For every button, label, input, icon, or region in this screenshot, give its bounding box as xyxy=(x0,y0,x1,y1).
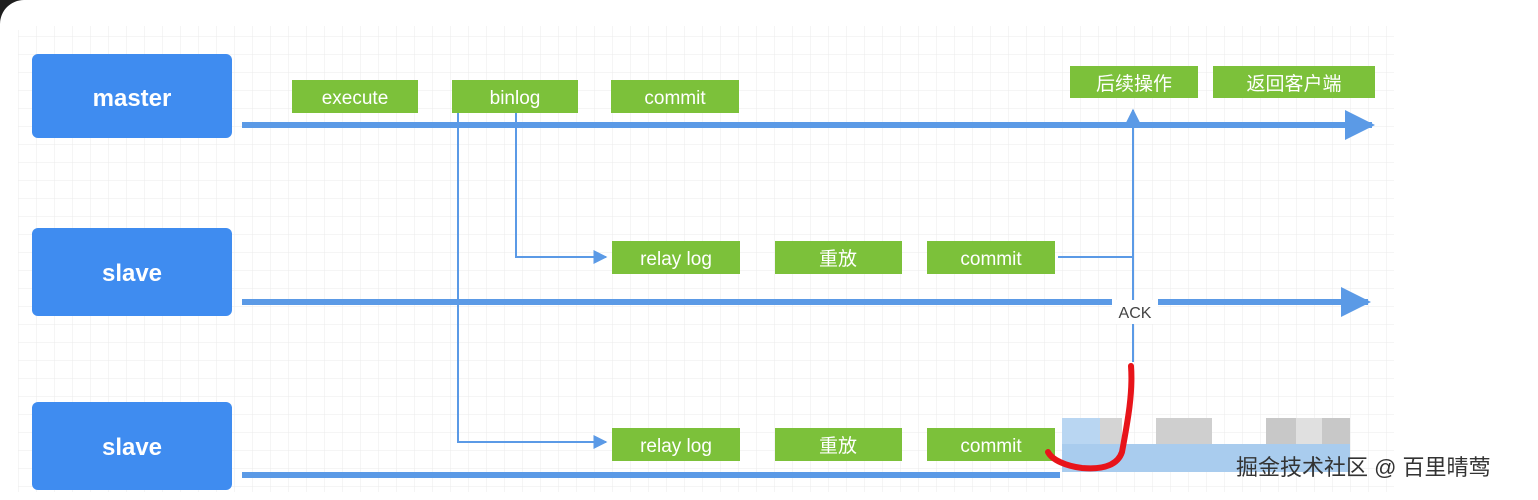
slave2-step-replay: 重放 xyxy=(775,428,902,461)
slave-node-2: slave xyxy=(32,402,232,490)
master-commit-label: commit xyxy=(644,88,706,109)
master-step-commit: commit xyxy=(611,80,739,113)
pixelated-region xyxy=(1062,418,1350,472)
slave2-relay-log-label: relay log xyxy=(640,436,712,457)
master-step-return-client: 返回客户端 xyxy=(1213,66,1375,98)
slave-node-1-label: slave xyxy=(102,260,162,287)
master-step-followup: 后续操作 xyxy=(1070,66,1198,98)
slave-node-2-label: slave xyxy=(102,434,162,461)
master-step-binlog: binlog xyxy=(452,80,578,113)
slave1-step-replay: 重放 xyxy=(775,241,902,274)
slave1-step-commit: commit xyxy=(927,241,1055,274)
slave1-replay-label: 重放 xyxy=(819,248,857,270)
binlog-label: binlog xyxy=(490,88,541,109)
slave2-commit-label: commit xyxy=(960,436,1022,457)
slave1-commit-label: commit xyxy=(960,249,1022,270)
slave2-replay-label: 重放 xyxy=(819,435,857,457)
slave-node-1: slave xyxy=(32,228,232,316)
master-step-execute: execute xyxy=(292,80,418,113)
slave2-step-commit: commit xyxy=(927,428,1055,461)
return-client-label: 返回客户端 xyxy=(1246,73,1341,95)
binlog-to-slave1-relay-arrow xyxy=(515,113,608,264)
master-node-label: master xyxy=(93,85,172,112)
slave2-step-relay-log: relay log xyxy=(612,428,740,461)
ack-label: ACK xyxy=(1119,305,1152,322)
followup-label: 后续操作 xyxy=(1096,73,1172,95)
slave1-step-relay-log: relay log xyxy=(612,241,740,274)
execute-label: execute xyxy=(322,88,389,109)
watermark-text: 掘金技术社区 @ 百里晴莺 xyxy=(1236,455,1491,480)
red-annotation-stroke xyxy=(1045,363,1135,472)
slave1-relay-log-label: relay log xyxy=(640,249,712,270)
ack-label-bg xyxy=(1112,300,1158,324)
master-node: master xyxy=(32,54,232,138)
window-corner xyxy=(0,0,30,30)
binlog-to-slave2-relay-arrow xyxy=(457,113,608,449)
